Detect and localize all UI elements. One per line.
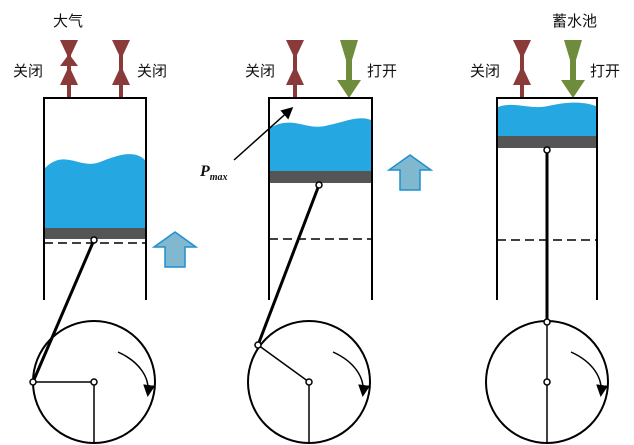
valve-right-3-icon [561, 40, 585, 98]
water-1 [45, 154, 145, 228]
piston-2 [270, 171, 371, 183]
water-2 [270, 118, 371, 171]
valve-left-1-label: 关闭 [13, 62, 43, 80]
rotation-arrow-2-icon [332, 351, 371, 397]
valve-right-3-label: 打开 [590, 62, 620, 80]
valve-left-3-label: 关闭 [470, 62, 500, 80]
valve-right-2-icon [337, 40, 361, 98]
rotation-arrow-3-icon [570, 351, 609, 397]
atmosphere-label: 大气 [53, 12, 83, 30]
connecting-rod-2 [256, 184, 321, 346]
valve-right-1-icon [112, 40, 130, 98]
connecting-rod-1 [31, 239, 96, 383]
valve-left-3-icon [513, 40, 531, 98]
cylinder-1 [43, 97, 147, 300]
reservoir-label: 蓄水池 [552, 12, 597, 30]
up-arrow-2-icon [386, 154, 434, 191]
rotation-arrow-1-icon [117, 351, 156, 397]
valve-left-2-icon [286, 40, 304, 98]
up-arrow-1-icon [151, 231, 199, 268]
cylinder-2 [268, 97, 373, 300]
water-3 [498, 102, 596, 136]
panel-2: 关闭 打开 Pmax [199, 40, 434, 444]
pmax-arrow [233, 106, 294, 161]
piston-3 [498, 136, 596, 148]
piston-1 [45, 228, 145, 239]
valve-left-1-icon [60, 40, 78, 98]
valve-left-2-label: 关闭 [245, 62, 275, 80]
valve-right-1-label: 关闭 [137, 62, 167, 80]
panel-1: 大气 关闭 关闭 [13, 12, 199, 444]
pmax-label: Pmax [199, 163, 228, 183]
panel-3: 蓄水池 关闭 打开 [470, 12, 620, 444]
cylinder-3 [496, 97, 598, 300]
valve-right-2-label: 打开 [367, 62, 397, 80]
